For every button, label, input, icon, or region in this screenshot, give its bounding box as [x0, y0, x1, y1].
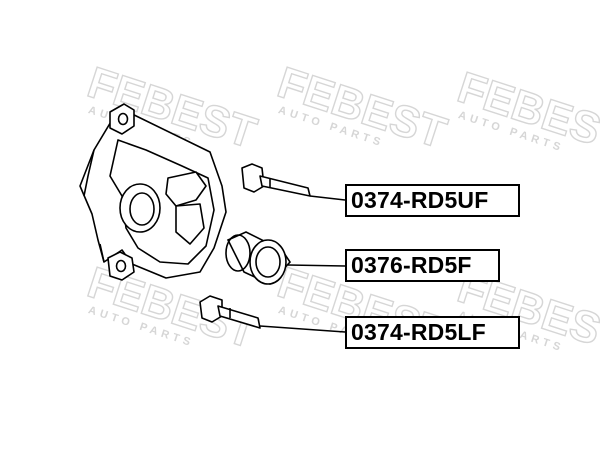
caliper-finger: [175, 203, 205, 245]
leader-line-uf: [309, 195, 346, 201]
guide-pin-lower: [199, 295, 261, 329]
piston-rim-inner: [255, 246, 281, 278]
caliper-bridge: [165, 171, 207, 207]
upper-pin-shaft: [259, 175, 311, 197]
guide-pin-upper: [241, 163, 311, 197]
piston-back: [225, 234, 251, 272]
lower-ear-hole: [115, 259, 127, 273]
leader-line-f: [287, 264, 346, 267]
watermark-2: FEBEST AUTO PARTS: [271, 57, 453, 159]
part-label-0374-rd5lf: 0374-RD5LF: [345, 316, 520, 349]
caliper-bore-inner: [129, 192, 155, 226]
part-label-0376-rd5f: 0376-RD5F: [345, 249, 500, 282]
caliper-edge: [83, 149, 105, 263]
leader-lines: [259, 195, 346, 333]
part-label-0374-rd5uf: 0374-RD5UF: [345, 184, 520, 217]
watermark-3: FEBEST AUTO PARTS: [451, 62, 600, 164]
lower-pin-shaft: [217, 305, 261, 329]
caliper-piston: [225, 231, 292, 285]
leader-line-lf: [259, 325, 346, 333]
upper-ear-hole: [117, 112, 129, 126]
caliper-body: [79, 103, 227, 281]
